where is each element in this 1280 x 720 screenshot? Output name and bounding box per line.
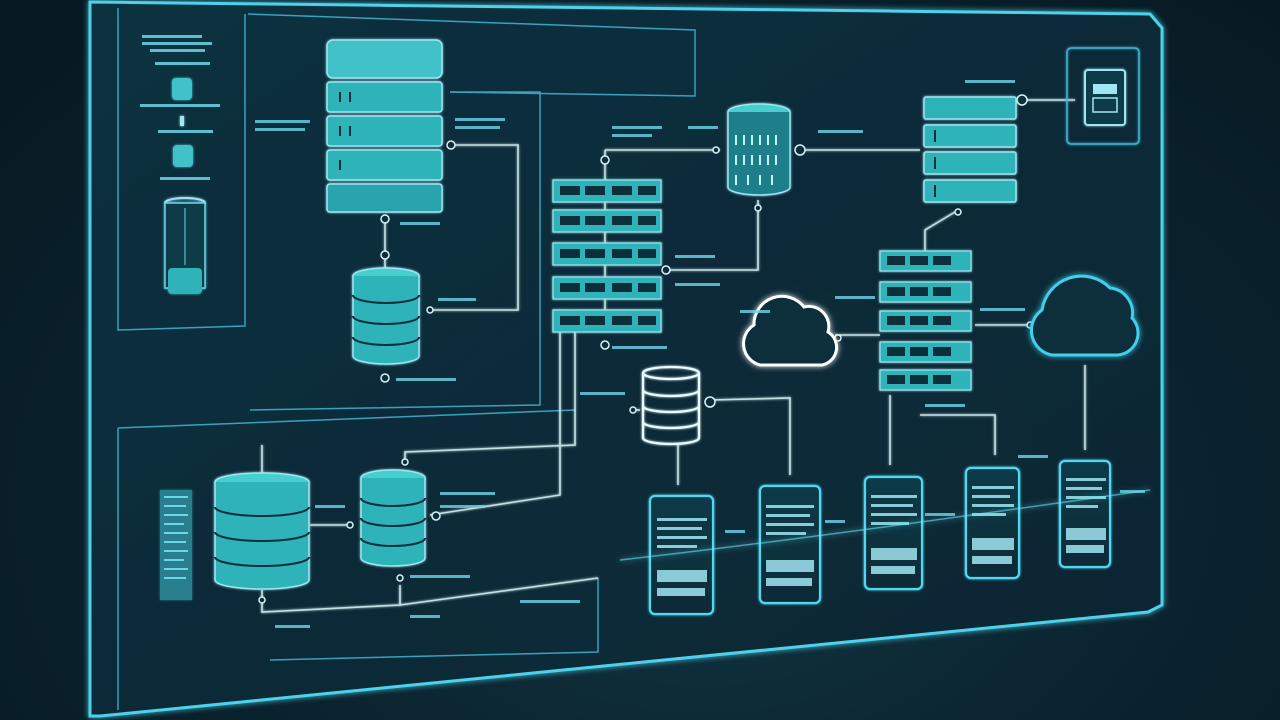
data-stream-line (619, 489, 1151, 561)
rack-b (552, 179, 662, 333)
screen-1 (648, 494, 715, 616)
server-stack-d (923, 96, 1017, 203)
label-marks (255, 80, 1145, 628)
legend-panel (140, 35, 220, 294)
screen-4 (964, 466, 1021, 580)
rack-e (879, 250, 972, 391)
cloud-left (742, 294, 838, 367)
database-h (360, 469, 426, 567)
database-c (727, 103, 791, 196)
connector-dots (258, 94, 1034, 604)
database-g (160, 472, 310, 600)
screen-5 (1058, 459, 1112, 569)
frame-lines (117, 8, 696, 710)
database-f (641, 365, 701, 446)
cloud-right (1029, 274, 1140, 357)
screen-2 (758, 484, 822, 605)
screen-3 (863, 475, 924, 591)
legend-cylinder-icon (164, 197, 206, 294)
database-a (352, 267, 420, 365)
device-icon (1066, 47, 1140, 145)
legend-db-icon (172, 78, 193, 167)
server-stack-a (326, 39, 443, 213)
